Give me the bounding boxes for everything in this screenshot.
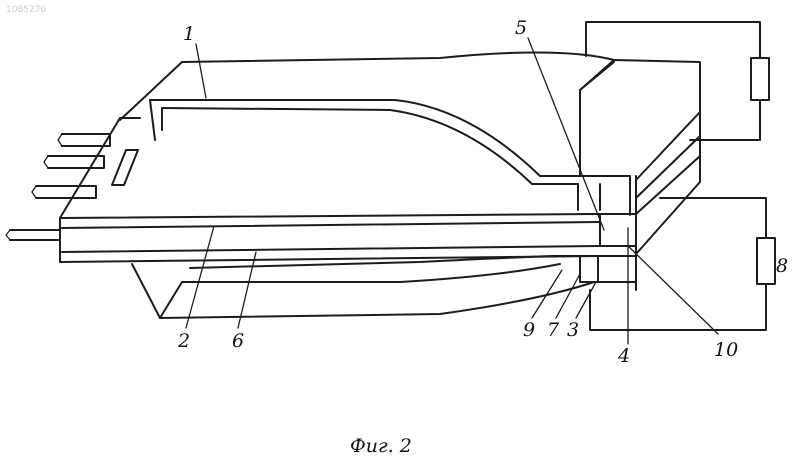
upper-cover-plate bbox=[120, 52, 630, 215]
slot-opening bbox=[112, 150, 138, 185]
connection-pins bbox=[6, 134, 110, 240]
lower-circuit bbox=[590, 198, 775, 330]
upper-circuit bbox=[586, 22, 769, 140]
callout-2: 2 bbox=[177, 330, 190, 352]
callout-6: 6 bbox=[232, 330, 244, 352]
figure-caption: Фиг. 2 bbox=[350, 435, 412, 457]
callout-3: 3 bbox=[567, 319, 579, 341]
upper-resistor bbox=[751, 58, 769, 100]
callout-10: 10 bbox=[714, 339, 738, 361]
lower-cover-plate bbox=[132, 256, 594, 318]
corner-mark: 1085270 bbox=[6, 5, 46, 15]
callout-1: 1 bbox=[183, 23, 195, 45]
callout-4: 4 bbox=[617, 345, 630, 367]
lower-resistor-8 bbox=[757, 238, 775, 284]
leader-lines bbox=[186, 38, 718, 344]
base-slab bbox=[60, 118, 636, 262]
callouts: 1 5 2 6 9 7 3 4 10 8 bbox=[177, 17, 788, 367]
callout-7: 7 bbox=[547, 319, 560, 341]
callout-5: 5 bbox=[515, 17, 527, 39]
callout-9: 9 bbox=[523, 319, 535, 341]
callout-8: 8 bbox=[776, 255, 788, 277]
